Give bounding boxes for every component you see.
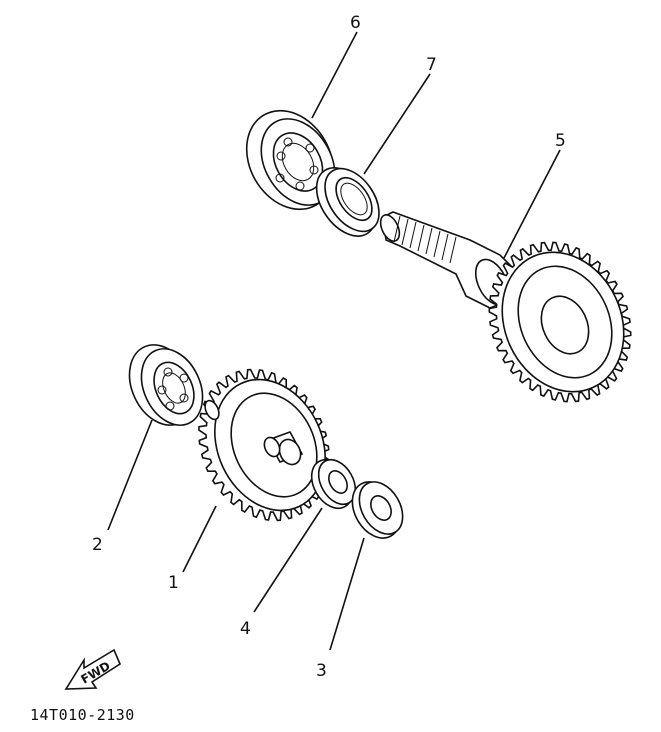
leader-line-7 <box>363 73 431 175</box>
bearing-2 <box>128 344 204 426</box>
callout-2: 2 <box>92 535 103 555</box>
callout-3: 3 <box>316 661 327 681</box>
shaft-gear-5 <box>379 211 632 403</box>
leader-line-1 <box>182 505 217 573</box>
callout-4: 4 <box>240 619 251 639</box>
callout-7: 7 <box>426 55 437 75</box>
washer-3 <box>351 481 404 539</box>
drawing-code: 14T010-2130 <box>30 706 135 724</box>
leader-line-2 <box>107 419 153 531</box>
washer-4 <box>310 458 357 510</box>
leader-line-5 <box>503 149 561 259</box>
callout-1: 1 <box>168 573 179 593</box>
gear-1 <box>198 368 330 522</box>
leader-lines <box>107 31 561 651</box>
callout-5: 5 <box>555 131 566 151</box>
callout-6: 6 <box>350 13 361 33</box>
leader-line-3 <box>329 537 365 651</box>
oil-seal-7 <box>315 167 380 237</box>
leader-line-6 <box>311 31 358 119</box>
leader-line-4 <box>253 507 323 613</box>
fwd-arrow: FWD <box>64 648 122 690</box>
